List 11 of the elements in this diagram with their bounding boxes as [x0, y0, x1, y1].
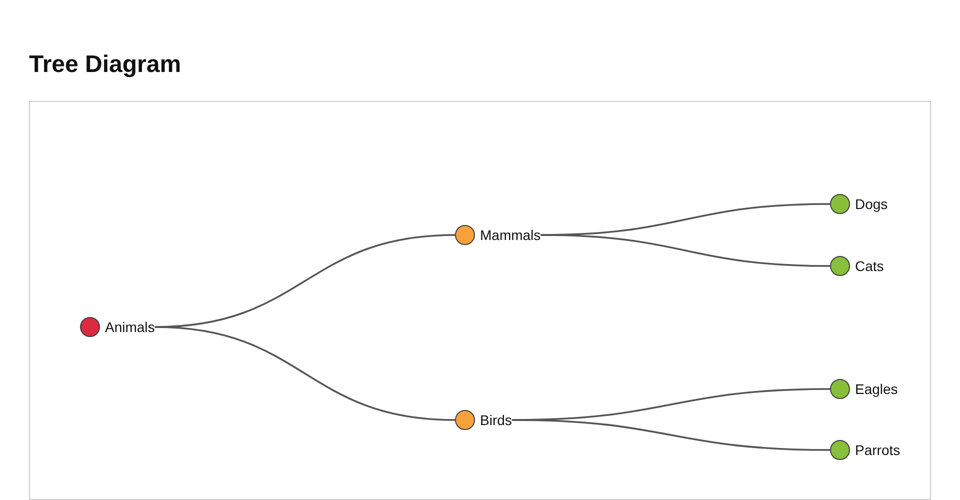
connector-line: [512, 419, 830, 451]
node-label: Birds: [480, 411, 512, 429]
node-label: Animals: [105, 318, 155, 336]
node-label: Eagles: [855, 380, 898, 398]
node-label: Mammals: [480, 226, 541, 244]
node-label: Parrots: [855, 441, 900, 459]
node-label: Cats: [855, 257, 884, 275]
diagram-title: Tree Diagram: [29, 50, 182, 80]
connector-line: [154, 326, 456, 421]
node-label: Dogs: [855, 195, 888, 213]
connector-line: [540, 234, 830, 267]
